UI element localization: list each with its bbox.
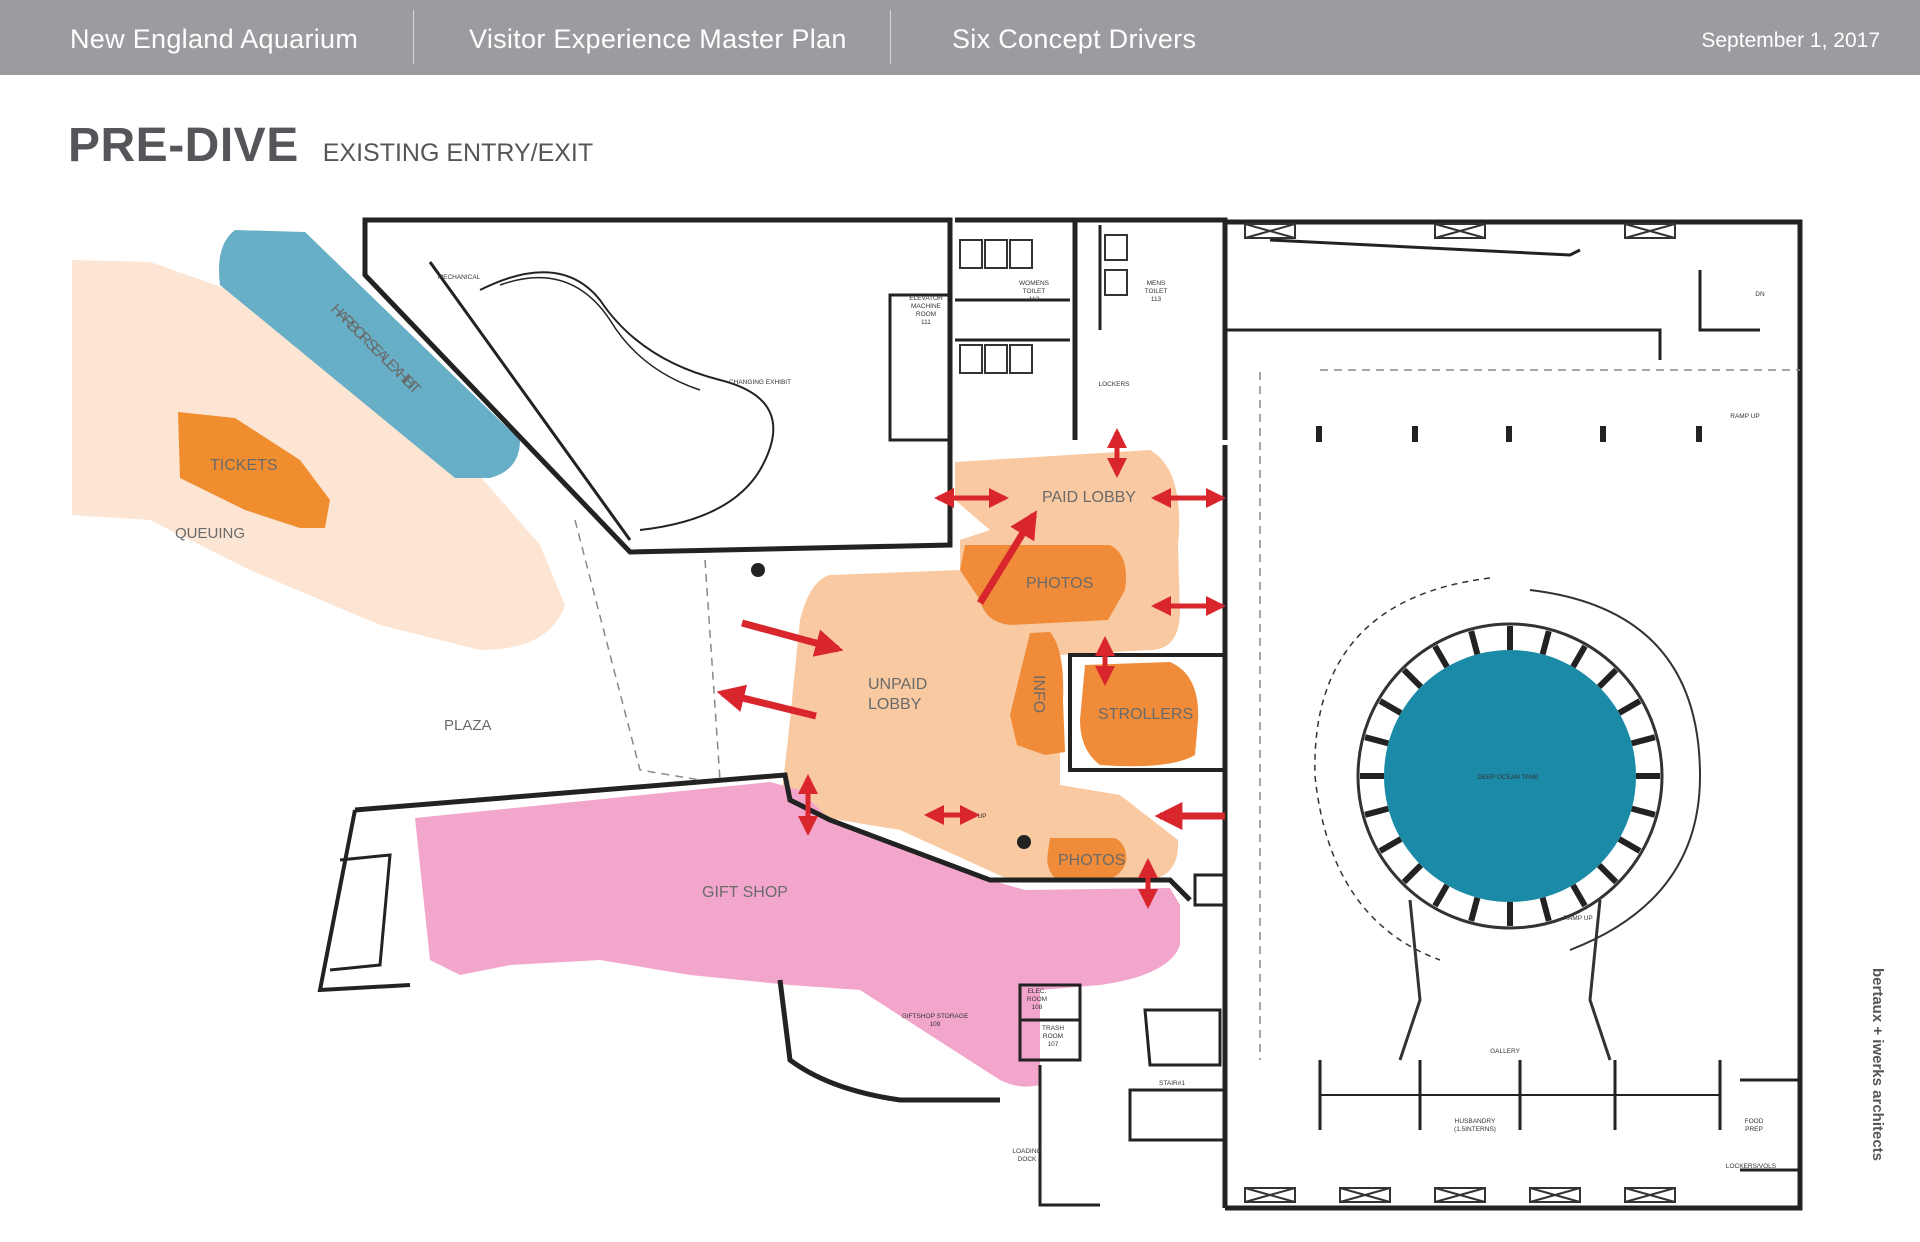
header-date: September 1, 2017 bbox=[1701, 29, 1880, 52]
strollers-label: STROLLERS bbox=[1098, 706, 1193, 723]
gift-shop-zone bbox=[415, 782, 1180, 1087]
tank-rib bbox=[1401, 667, 1424, 690]
plaza-label: PLAZA bbox=[444, 717, 492, 734]
deep-ocean-tank bbox=[1384, 650, 1636, 902]
page-subtitle: EXISTING ENTRY/EXIT bbox=[322, 139, 594, 167]
room-ramp-up-2: RAMP UP bbox=[1563, 915, 1593, 922]
unpaid-lobby-label-line2: LOBBY bbox=[868, 696, 922, 713]
room-deep-ocean-tank: DEEP OCEAN TANK bbox=[1477, 774, 1539, 781]
architect-credit: bertaux + iwerks architects bbox=[1869, 968, 1886, 1162]
room-labels: MECHANICAL CHANGING EXHIBIT ELEVATOR MAC… bbox=[438, 274, 1777, 1170]
tank-rib bbox=[1378, 698, 1403, 716]
room-elec-1: ELEC. bbox=[1028, 988, 1047, 995]
header-divider bbox=[413, 10, 414, 64]
room-elevator-1: ELEVATOR bbox=[909, 295, 943, 302]
queuing-label: QUEUING bbox=[175, 525, 245, 542]
header-bar: New England Aquarium Visitor Experience … bbox=[0, 0, 1920, 75]
room-elevator-2: MACHINE bbox=[911, 303, 942, 310]
room-mens-3: 113 bbox=[1151, 296, 1162, 303]
room-elec-3: 108 bbox=[1032, 1004, 1043, 1011]
header-org: New England Aquarium bbox=[70, 24, 359, 54]
tank-rib bbox=[1630, 734, 1656, 747]
harbor-seal-exhibit-zone bbox=[219, 230, 520, 478]
room-gallery: GALLERY bbox=[1490, 1048, 1521, 1055]
tank-rib bbox=[1364, 805, 1390, 818]
room-trash-2: ROOM bbox=[1043, 1033, 1063, 1040]
room-giftshop-storage-2: 109 bbox=[930, 1021, 941, 1028]
room-mens-2: TOILET bbox=[1145, 288, 1168, 295]
info-zone bbox=[1010, 632, 1065, 755]
room-husbandry-2: (1.5INTERNS) bbox=[1454, 1126, 1496, 1133]
tank-rib bbox=[1364, 734, 1390, 747]
columns bbox=[751, 426, 1702, 849]
tank-rib bbox=[1617, 698, 1642, 716]
room-stair: STAIR#1 bbox=[1159, 1080, 1185, 1087]
room-elevator-3: ROOM bbox=[916, 311, 936, 318]
unpaid-lobby-label-line1: UNPAID bbox=[868, 676, 927, 693]
room-lockers-vols: LOCKERS/VOLS bbox=[1726, 1163, 1777, 1170]
canopy-lines bbox=[574, 369, 1800, 1060]
gift-shop-label: GIFT SHOP bbox=[702, 884, 788, 901]
room-ramp-up: RAMP UP bbox=[1730, 413, 1760, 420]
flow-arrows bbox=[716, 428, 1226, 909]
queuing-zone bbox=[72, 260, 565, 650]
window-fixtures bbox=[959, 223, 1676, 1203]
room-food-1: FOOD bbox=[1745, 1118, 1764, 1125]
room-loading-1: LOADING bbox=[1012, 1148, 1041, 1155]
header-project: Visitor Experience Master Plan bbox=[469, 24, 847, 54]
room-womens-3: 112 bbox=[1029, 296, 1040, 303]
room-mechanical: MECHANICAL bbox=[438, 274, 481, 281]
room-changing-exhibit: CHANGING EXHIBIT bbox=[729, 379, 791, 386]
room-elevator-4: 111 bbox=[921, 319, 931, 326]
tank-rib bbox=[1468, 896, 1481, 922]
room-giftshop-storage-1: GIFTSHOP STORAGE bbox=[902, 1013, 969, 1020]
tank-rib bbox=[1539, 630, 1552, 656]
tank-rib bbox=[1570, 644, 1588, 669]
tank-rib bbox=[1468, 630, 1481, 656]
tank-rib bbox=[1539, 896, 1552, 922]
tank-rib bbox=[1570, 883, 1588, 908]
plan-walls bbox=[317, 217, 1803, 1211]
header-divider bbox=[890, 10, 891, 64]
tank-rib bbox=[1378, 836, 1403, 854]
page-title-block: PRE-DIVE EXISTING ENTRY/EXIT bbox=[68, 118, 593, 173]
tank-rib bbox=[1401, 862, 1424, 885]
tank-rib bbox=[1432, 883, 1450, 908]
room-loading-2: DOCK bbox=[1018, 1156, 1037, 1163]
tickets-label: TICKETS bbox=[210, 457, 278, 474]
tank-rib bbox=[1432, 644, 1450, 669]
tickets-booth-zone bbox=[178, 412, 330, 528]
room-lockers: LOCKERS bbox=[1098, 381, 1130, 388]
room-trash-3: 107 bbox=[1048, 1041, 1059, 1048]
tank-rib bbox=[1596, 667, 1619, 690]
page-title: PRE-DIVE bbox=[68, 119, 299, 172]
room-food-2: PREP bbox=[1745, 1126, 1763, 1133]
tank-rib bbox=[1630, 805, 1656, 818]
photos-lower-label: PHOTOS bbox=[1058, 852, 1125, 869]
paid-lobby-label: PAID LOBBY bbox=[1042, 489, 1136, 506]
strollers-zone bbox=[1080, 662, 1199, 767]
room-up: UP bbox=[977, 813, 986, 820]
tank-rib bbox=[1617, 836, 1642, 854]
tank-ribs bbox=[1360, 626, 1660, 926]
photos-upper-label: PHOTOS bbox=[1026, 575, 1093, 592]
room-elec-2: ROOM bbox=[1027, 996, 1047, 1003]
photos-lower-zone bbox=[1047, 838, 1127, 880]
room-husbandry-1: HUSBANDRY bbox=[1455, 1118, 1496, 1125]
room-dn: DN bbox=[1755, 291, 1765, 298]
tank-rib bbox=[1596, 862, 1619, 885]
header-section: Six Concept Drivers bbox=[952, 24, 1197, 54]
room-trash-1: TRASH bbox=[1042, 1025, 1064, 1032]
room-womens-2: TOILET bbox=[1023, 288, 1046, 295]
room-womens-1: WOMENS bbox=[1019, 280, 1050, 287]
info-label: INFO bbox=[1030, 675, 1047, 713]
room-mens-1: MENS bbox=[1147, 280, 1166, 287]
tank-ramp bbox=[1314, 577, 1702, 1061]
